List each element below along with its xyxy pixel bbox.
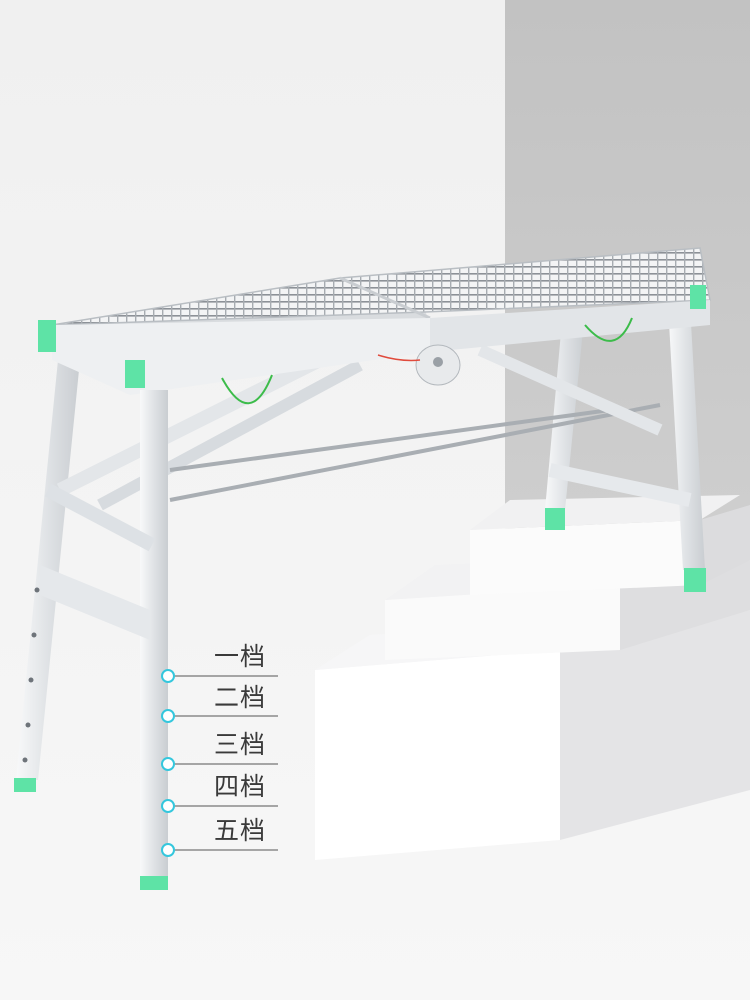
front-right-leg	[40, 390, 168, 890]
corner-cap-front	[125, 360, 145, 388]
corner-cap-left	[38, 320, 56, 352]
marker-dot-3	[161, 757, 175, 771]
height-level-1-label: 一档	[214, 642, 267, 671]
height-level-5-label: 五档	[214, 816, 267, 845]
platform-deck	[38, 247, 711, 395]
green-cord-right	[584, 317, 633, 342]
center-hinge	[377, 344, 461, 386]
marker-dot-5	[161, 843, 175, 857]
green-cord-left	[221, 374, 273, 405]
height-marker-dots	[161, 669, 175, 857]
height-level-3-label: 三档	[214, 730, 267, 759]
height-level-4-label: 四档	[214, 772, 267, 801]
height-markers	[168, 675, 278, 851]
left-leg-holes	[22, 587, 40, 763]
marker-dot-2	[161, 709, 175, 723]
height-level-2-label: 二档	[214, 683, 267, 712]
marker-dot-4	[161, 799, 175, 813]
corner-cap-right	[690, 285, 706, 309]
marker-dot-1	[161, 669, 175, 683]
stairs	[315, 495, 750, 860]
back-right-leg	[545, 305, 706, 592]
